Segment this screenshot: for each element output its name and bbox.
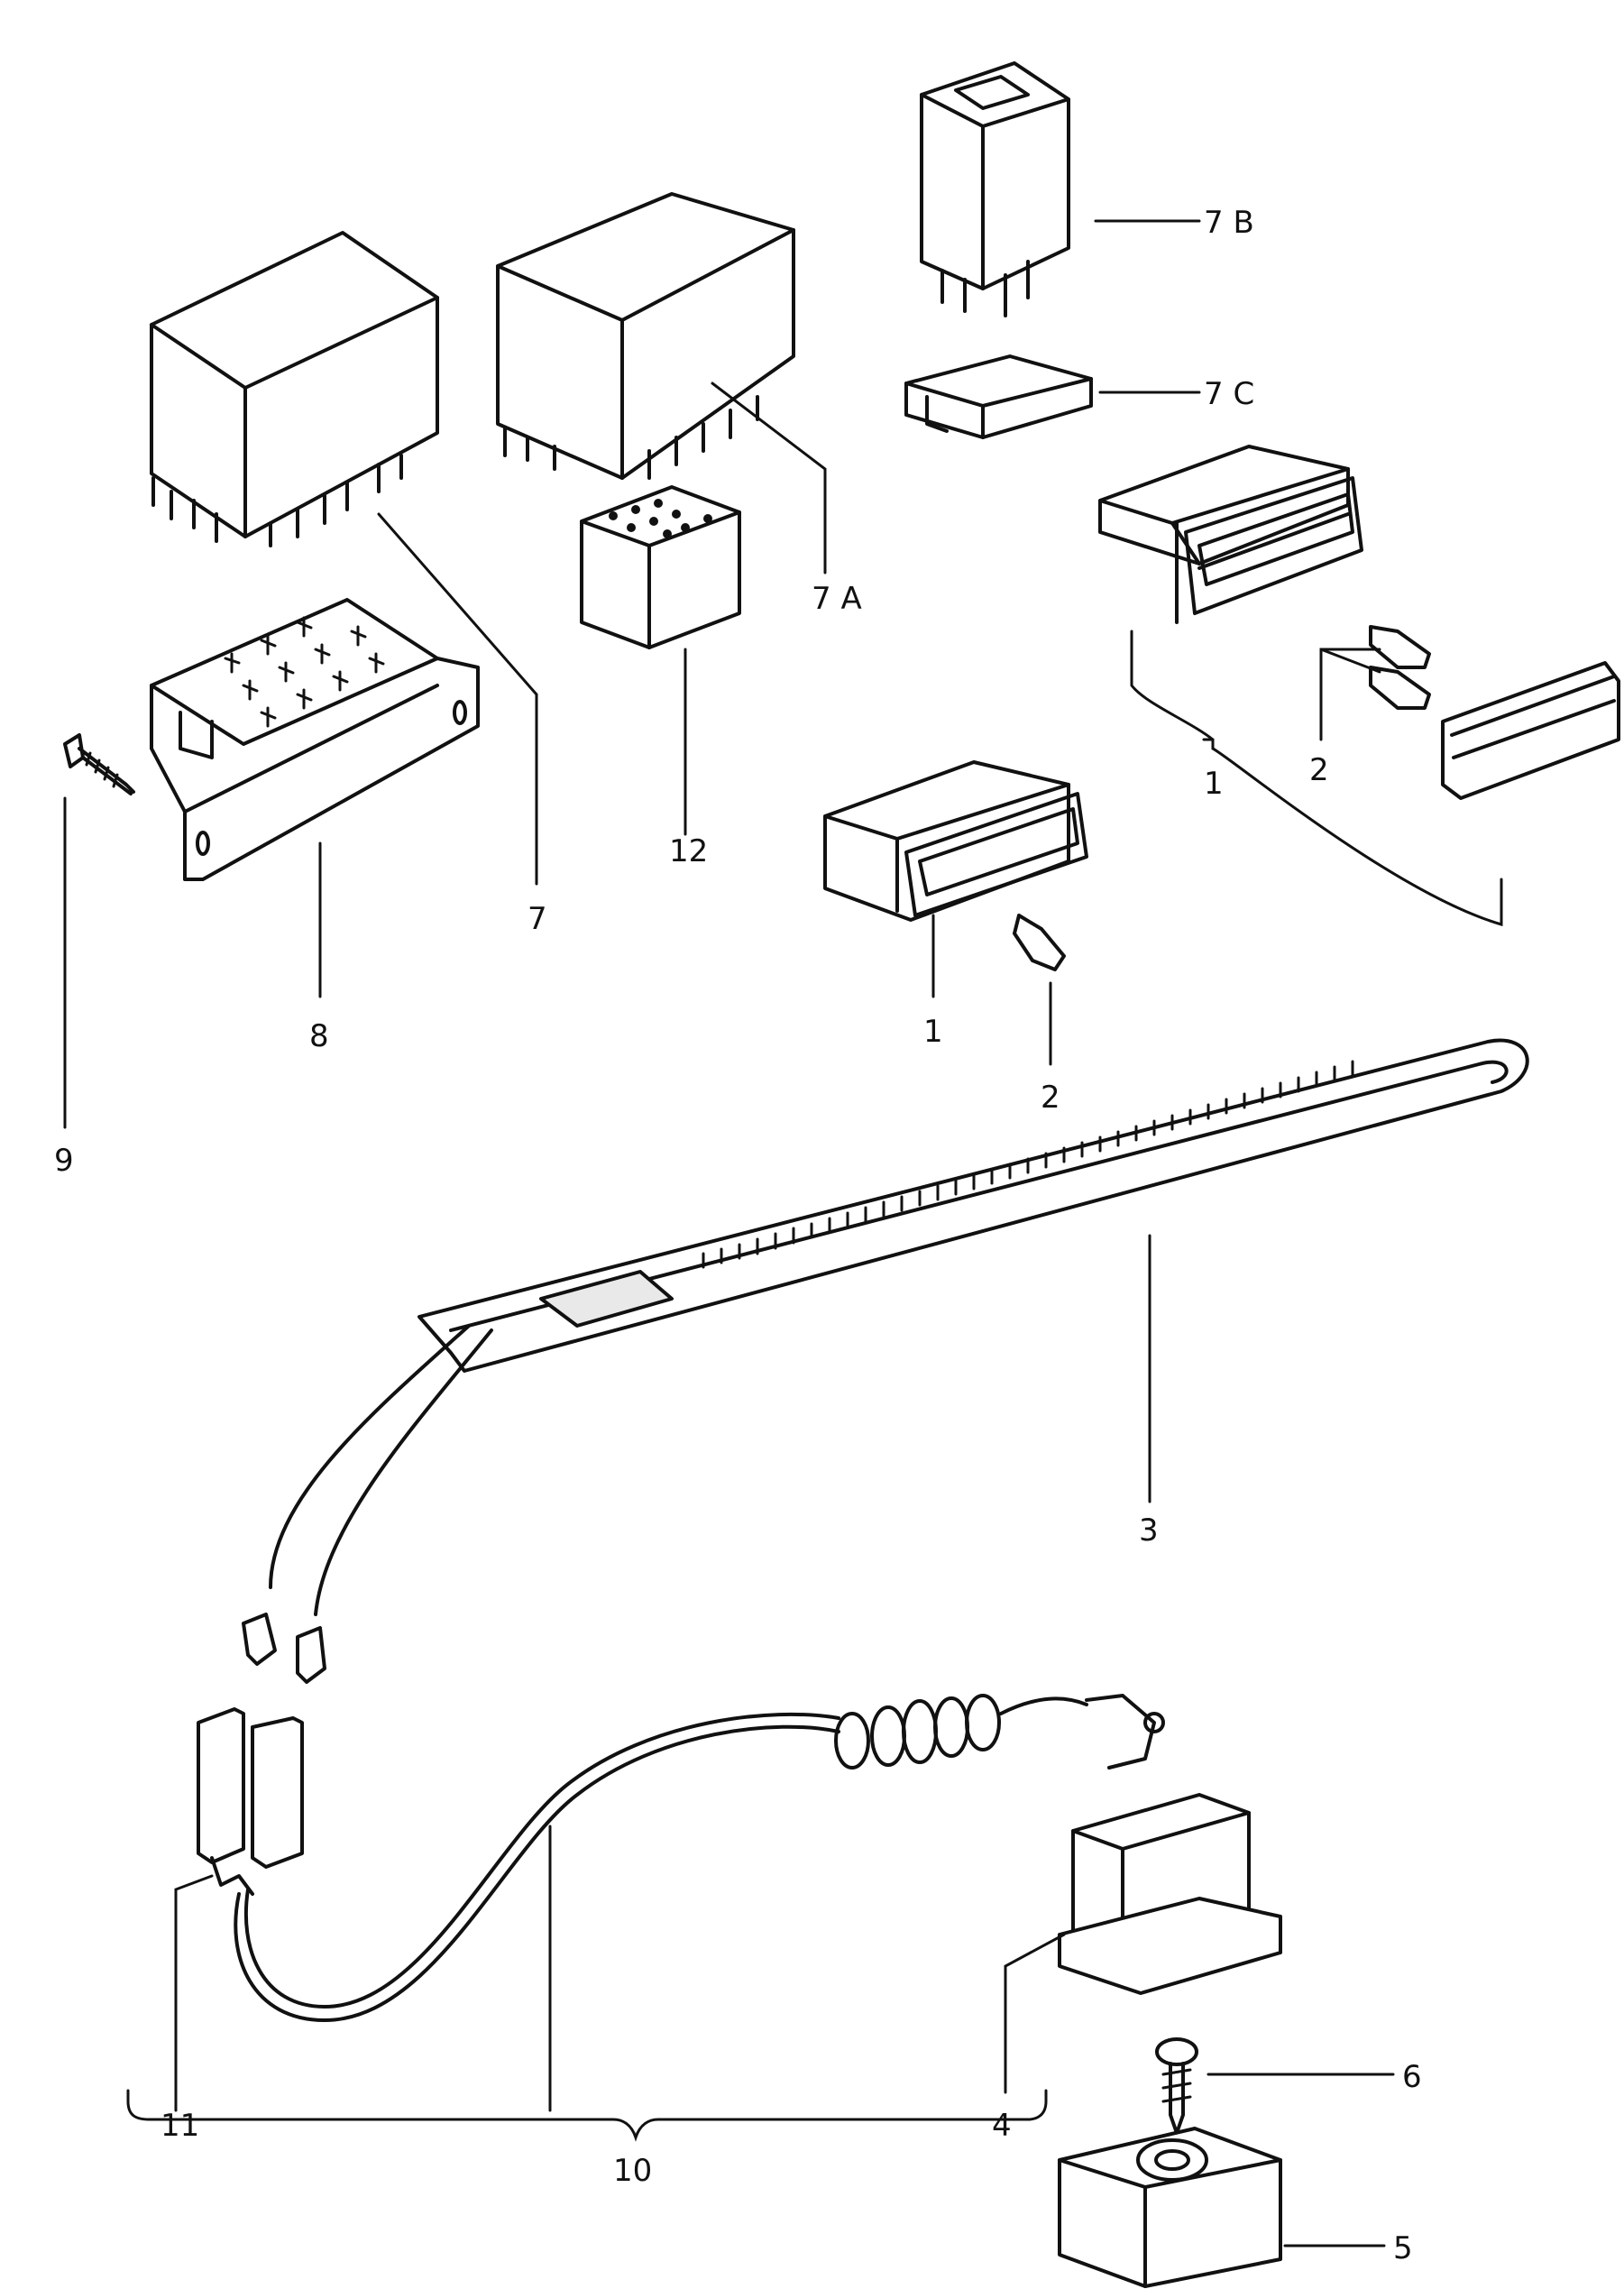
label-2-right: 2 — [1309, 752, 1329, 788]
leader-lines — [63, 219, 1503, 2248]
lens-cap — [1441, 661, 1620, 800]
label-7a: 7 A — [812, 581, 862, 617]
heater-element-3 — [242, 1038, 1529, 1684]
bracket-5 — [1058, 2127, 1282, 2288]
relay-7b — [920, 61, 1070, 317]
label-1-right: 1 — [1204, 766, 1224, 802]
socket-12 — [580, 485, 741, 649]
label-4: 4 — [992, 2108, 1012, 2144]
part-labels: 7 B 7 C 7 A 7 8 9 12 1 2 1 2 3 4 6 5 10 … — [54, 205, 1422, 2266]
label-7: 7 — [528, 901, 547, 937]
label-8: 8 — [309, 1018, 329, 1054]
relay-7 — [150, 231, 439, 547]
label-2-middle: 2 — [1041, 1080, 1060, 1116]
label-5: 5 — [1393, 2230, 1413, 2266]
warning-light-housing-1-right — [1098, 445, 1363, 624]
label-11: 11 — [161, 2108, 199, 2144]
relay-carrier-8 — [150, 598, 480, 881]
switch-4 — [1058, 1694, 1282, 1995]
label-9: 9 — [54, 1143, 74, 1179]
label-10: 10 — [613, 2153, 652, 2189]
label-6: 6 — [1402, 2059, 1422, 2095]
bulb-2-middle — [1013, 914, 1066, 971]
cable-10 — [234, 1694, 1088, 2022]
label-7b: 7 B — [1204, 205, 1254, 241]
bulb-2-right — [1369, 625, 1431, 710]
warning-light-housing-1 — [823, 760, 1088, 922]
label-1-middle: 1 — [923, 1014, 943, 1050]
screw-6 — [1155, 2037, 1198, 2135]
label-7c: 7 C — [1204, 376, 1254, 412]
relay-7a — [496, 192, 795, 480]
label-12: 12 — [669, 833, 708, 869]
connector-11 — [197, 1707, 304, 1896]
label-3: 3 — [1139, 1512, 1159, 1549]
relay-base-7c — [904, 354, 1093, 439]
screw-9 — [63, 733, 135, 795]
